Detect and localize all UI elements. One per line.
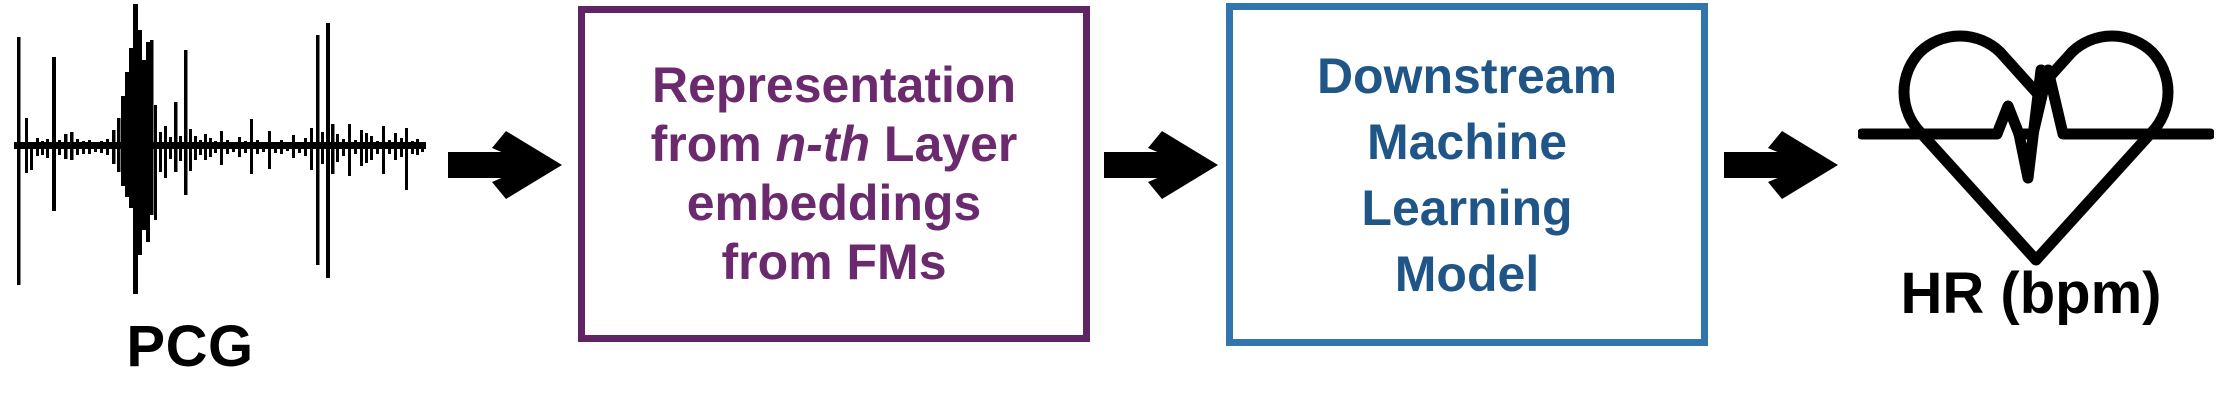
arrow-right-icon-1 [448, 119, 572, 211]
arrow-right-icon-2 [1104, 119, 1228, 211]
model-line-3: Learning [1361, 179, 1573, 236]
representation-line-1: Representation [652, 57, 1016, 113]
model-line-2: Machine [1366, 113, 1568, 170]
representation-line-3: embeddings [686, 175, 982, 231]
arrow-right-svg-3 [1724, 131, 1838, 199]
heart-pulse-icon [1856, 8, 2216, 278]
stage-pcg-input: PCG [0, 0, 440, 414]
representation-line-4: from FMs [721, 234, 947, 290]
representation-line-2-prefix: from [650, 116, 776, 172]
pcg-waveform-svg [14, 4, 426, 294]
arrow-right-icon-3 [1724, 119, 1848, 211]
heart-pulse-svg [1856, 30, 2216, 266]
downstream-model-box: Downstream Machine Learning Model [1226, 3, 1708, 346]
representation-line-2-italic: n-th [775, 116, 871, 172]
stage-hr-output: HR (bpm) [1848, 0, 2224, 414]
representation-line-2: from n-th Layer [651, 115, 1018, 174]
representation-line-2-suffix: Layer [870, 116, 1018, 172]
model-line-4: Model [1394, 245, 1540, 302]
arrow-right-svg-1 [448, 131, 562, 199]
model-line-1: Downstream [1316, 47, 1618, 104]
arrow-right-svg-2 [1104, 131, 1218, 199]
hr-label: HR (bpm) [1900, 261, 2162, 326]
representation-box: Representation from n-th Layer embedding… [578, 6, 1090, 342]
pcg-label: PCG [126, 314, 254, 379]
pcg-waveform-icon [8, 0, 432, 300]
